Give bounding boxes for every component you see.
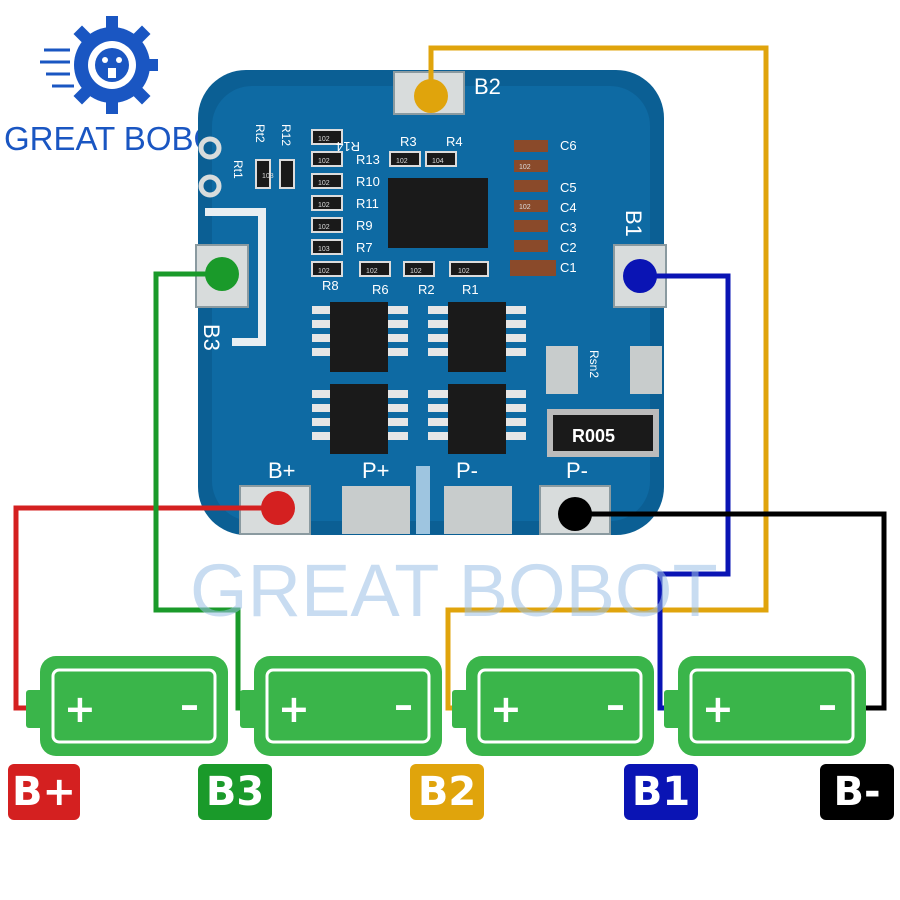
cell-2-minus: – bbox=[394, 683, 413, 727]
silk-pplus-label: P+ bbox=[362, 458, 390, 483]
silk-r13: R13 bbox=[356, 152, 380, 167]
silk-r12: R12 bbox=[279, 124, 293, 146]
chip-label: 102 bbox=[396, 158, 408, 165]
silk-b1-label: B1 bbox=[621, 210, 646, 237]
tag-b-minus: B- bbox=[820, 764, 894, 820]
silk-r7: R7 bbox=[356, 240, 373, 255]
cell-3-minus: – bbox=[606, 683, 625, 727]
cell-3-plus: + bbox=[490, 687, 522, 731]
chip-label: 103 bbox=[262, 173, 274, 180]
wire-gold bbox=[428, 45, 769, 711]
chip-label: 102 bbox=[318, 180, 330, 187]
silk-c3: C3 bbox=[560, 220, 577, 235]
chip-label: 102 bbox=[519, 204, 531, 211]
chip-label: 102 bbox=[410, 268, 422, 275]
silk-c2: C2 bbox=[560, 240, 577, 255]
chip-label: 102 bbox=[519, 164, 531, 171]
chip-label: 104 bbox=[432, 158, 444, 165]
silk-bplus-label: B+ bbox=[268, 458, 296, 483]
chip-label: 102 bbox=[318, 202, 330, 209]
shunt-label: R005 bbox=[572, 426, 615, 446]
tag-b1: B1 bbox=[624, 764, 698, 820]
silk-r1: R1 bbox=[462, 282, 479, 297]
pad-pminus bbox=[444, 486, 512, 534]
silk-r8: R8 bbox=[322, 278, 339, 293]
wire-black bbox=[575, 511, 887, 711]
pcb-board bbox=[195, 70, 667, 535]
silk-c5: C5 bbox=[560, 180, 577, 195]
cell-4-plus: + bbox=[702, 687, 734, 731]
pad-pplus bbox=[342, 486, 410, 534]
chip-label: 102 bbox=[366, 268, 378, 275]
chip-label: 103 bbox=[318, 246, 330, 253]
tag-b3: B3 bbox=[198, 764, 272, 820]
wire-blue bbox=[640, 273, 731, 711]
tag-b2: B2 bbox=[410, 764, 484, 820]
silk-b3-label: B3 bbox=[199, 324, 224, 351]
gear-logo-icon bbox=[40, 16, 158, 114]
silk-rt2: Rt2 bbox=[253, 124, 267, 143]
silk-r14: R14 bbox=[336, 139, 360, 154]
tag-b-plus: B+ bbox=[8, 764, 80, 820]
battery-cell-3 bbox=[452, 656, 654, 756]
silk-b2-label: B2 bbox=[474, 74, 501, 99]
chip-label: 102 bbox=[318, 136, 330, 143]
battery-cell-2 bbox=[240, 656, 442, 756]
battery-cell-1 bbox=[26, 656, 228, 756]
cell-4-minus: – bbox=[818, 683, 837, 727]
silk-r3: R3 bbox=[400, 134, 417, 149]
silk-r6: R6 bbox=[372, 282, 389, 297]
silk-r9: R9 bbox=[356, 218, 373, 233]
chip-label: 102 bbox=[318, 268, 330, 275]
cell-1-minus: – bbox=[180, 683, 199, 727]
chip-label: 102 bbox=[318, 158, 330, 165]
brand-watermark: GREAT BOBOT bbox=[190, 549, 718, 632]
silk-r10: R10 bbox=[356, 174, 380, 189]
silk-r4: R4 bbox=[446, 134, 463, 149]
silk-rt1: Rt1 bbox=[231, 160, 245, 179]
silk-r11: R11 bbox=[356, 196, 379, 211]
cell-1-plus: + bbox=[64, 687, 96, 731]
battery-cells bbox=[26, 656, 866, 756]
silk-pminus-label: P- bbox=[456, 458, 478, 483]
battery-cell-4 bbox=[664, 656, 866, 756]
cell-2-plus: + bbox=[278, 687, 310, 731]
silk-c1: C1 bbox=[560, 260, 577, 275]
silk-c4: C4 bbox=[560, 200, 577, 215]
silk-c6: C6 bbox=[560, 138, 577, 153]
chip-label: 102 bbox=[458, 268, 470, 275]
silk-rsn2: Rsn2 bbox=[587, 350, 601, 378]
chip-label: 102 bbox=[318, 224, 330, 231]
silk-pminus2-label: P- bbox=[566, 458, 588, 483]
silk-r2: R2 bbox=[418, 282, 435, 297]
